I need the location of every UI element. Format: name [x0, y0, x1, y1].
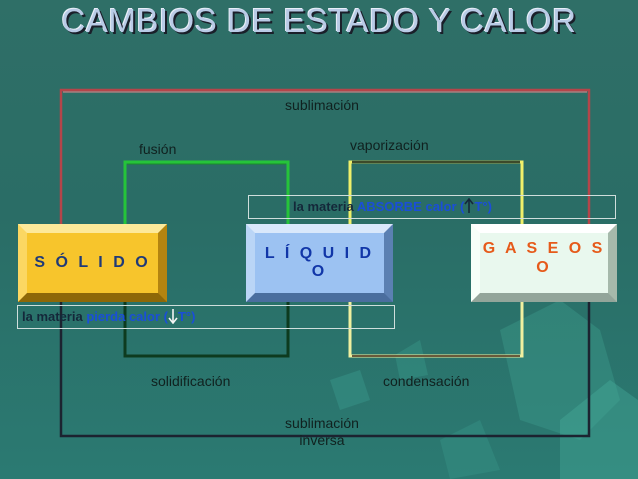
loses-note-suffix: T°) [177, 309, 196, 324]
fusion-line [123, 160, 290, 224]
inverse-sublimation-line [59, 300, 591, 438]
loses-heat-note: la materia pierda calor ( T°) [17, 305, 395, 329]
liquid-state-box: L Í Q U I D O [246, 224, 393, 302]
gas-state-label-line1: G A S E O S [482, 240, 606, 257]
absorbs-heat-note: la materia ABSORBE calor ( T°) [248, 195, 616, 219]
solidification-label: solidificación [151, 373, 231, 389]
solid-state-box: S Ó L I D O [18, 224, 167, 302]
down-arrow-icon [168, 309, 178, 324]
loses-note-highlight: pierda calor ( [86, 309, 168, 324]
sublimation-label: sublimación [285, 97, 359, 113]
up-arrow-icon [464, 198, 475, 213]
absorbs-note-prefix: la materia [293, 199, 354, 214]
slide-title: CAMBIOS DE ESTADO Y CALOR [61, 2, 577, 39]
solid-state-label: S Ó L I D O [34, 254, 151, 271]
vaporization-label: vaporización [350, 137, 429, 153]
absorbs-note-highlight: ABSORBE calor ( [356, 199, 465, 214]
liquid-state-label: L Í Q U I D O [264, 245, 375, 280]
solidification-line [123, 302, 290, 358]
inverse-sublimation-label-line1: sublimación [285, 415, 359, 431]
sublimation-line [59, 88, 591, 263]
loses-note-prefix: la materia [22, 309, 83, 324]
gas-state-label-line2: O [536, 259, 552, 276]
fusion-label: fusión [139, 141, 177, 157]
gas-state-box: G A S E O S O [471, 224, 617, 302]
inverse-sublimation-label-line2: inversa [299, 432, 345, 448]
absorbs-note-suffix: T°) [474, 199, 492, 214]
condensation-label: condensación [383, 373, 470, 389]
